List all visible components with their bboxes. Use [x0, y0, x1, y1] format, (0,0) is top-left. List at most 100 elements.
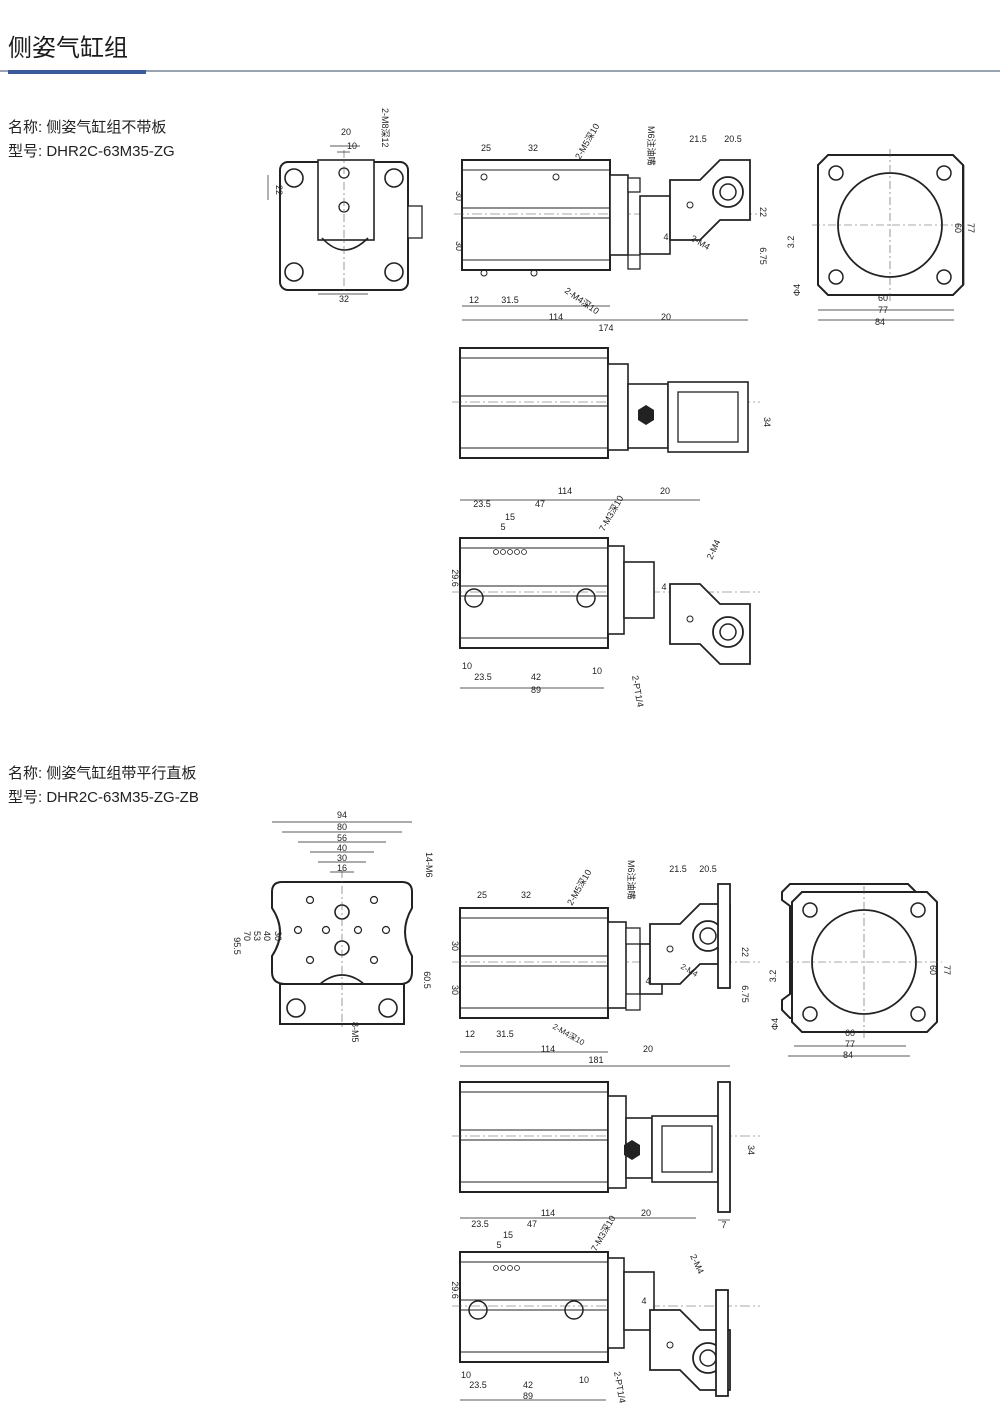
dim-label: 22: [740, 947, 750, 957]
model-1-top-view: [451, 347, 761, 459]
dim-label: 30: [454, 191, 464, 201]
dim-label: 25: [481, 143, 491, 153]
dim-label: 42: [523, 1380, 533, 1390]
dim-label: 70: [242, 931, 252, 941]
dim-label: 20.5: [699, 864, 717, 874]
dim-label: 15: [505, 512, 515, 522]
model-1-front-view: [267, 145, 423, 295]
model-spec-2: 名称: 侧姿气缸组带平行直板 型号: DHR2C-63M35-ZG-ZB: [8, 762, 199, 810]
model-2-end-view: [781, 883, 943, 1057]
dim-label: 34: [746, 1145, 756, 1155]
title-divider: [0, 70, 1000, 72]
dim-label: 23.5: [469, 1380, 487, 1390]
dim-label: 29.6: [450, 569, 460, 587]
dim-label: 10: [579, 1375, 589, 1385]
model-name-label: 名称: 侧姿气缸组带平行直板: [8, 765, 197, 782]
dim-label: 114: [558, 486, 572, 496]
dim-label: 47: [535, 499, 545, 509]
dim-label: 25: [477, 890, 487, 900]
dim-label: 77: [845, 1039, 855, 1049]
model-1-end-view: [811, 148, 969, 321]
dim-label: 23.5: [473, 499, 491, 509]
dim-label: 15: [503, 1230, 513, 1240]
dim-label: 10: [592, 666, 602, 676]
dim-label: 42: [531, 672, 541, 682]
dim-label: 181: [588, 1055, 603, 1065]
dim-label: 31.5: [501, 295, 519, 305]
page-title: 侧姿气缸组: [8, 35, 128, 62]
note-label: 2-M5深10: [565, 868, 593, 907]
note-label: 2-PT1/4: [630, 675, 645, 708]
dim-label: 5: [496, 1240, 501, 1250]
dim-label: 32: [339, 294, 349, 304]
dim-label: 20.5: [724, 134, 742, 144]
note-label: 2-M4: [688, 1253, 706, 1276]
dim-label: 60: [928, 965, 938, 975]
dim-label: 4: [641, 1296, 646, 1306]
note-label: 2-M4: [689, 233, 712, 252]
dim-label: 20: [641, 1208, 651, 1218]
dim-label: 77: [966, 223, 976, 233]
model-2-side-view: [451, 883, 761, 1067]
dim-label: 20: [341, 127, 351, 137]
model-number-label: 型号: DHR2C-63M35-ZG-ZB: [8, 789, 199, 806]
dim-label: 21.5: [669, 864, 687, 874]
dim-label: 80: [337, 822, 347, 832]
note-label: 2-M4深10: [551, 1022, 586, 1048]
dim-label: 6.75: [758, 247, 768, 265]
dim-label: 114: [541, 1044, 555, 1054]
dim-label: Φ4: [792, 284, 802, 296]
title-accent-bar: [8, 70, 146, 74]
note-label: 2-PT1/4: [612, 1371, 627, 1404]
dim-label: 22: [274, 185, 284, 195]
dim-label: 7: [721, 1220, 726, 1230]
dim-label: 22: [758, 207, 768, 217]
note-label: 2-M5深10: [573, 122, 601, 161]
model-1-bottom-view: [451, 499, 761, 689]
dim-label: 10: [461, 1370, 471, 1380]
dim-label: 94: [337, 810, 347, 820]
note-label: M6注油嘴: [646, 126, 657, 166]
dim-label: 95.5: [232, 937, 242, 955]
dim-label: 4: [663, 232, 668, 242]
dim-label: 89: [531, 685, 541, 695]
dim-label: 12: [465, 1029, 475, 1039]
dim-label: 30: [273, 931, 283, 941]
dim-label: 174: [598, 323, 613, 333]
dim-label: 10: [462, 661, 472, 671]
dim-label: 114: [549, 312, 563, 322]
model-number-label: 型号: DHR2C-63M35-ZG: [8, 143, 175, 160]
dim-label: 40: [337, 843, 347, 853]
note-label: 2-M4深10: [563, 285, 601, 316]
dim-label: 10: [347, 141, 357, 151]
dim-label: 12: [469, 295, 479, 305]
dim-label: 3.2: [786, 236, 796, 249]
note-label: 7-M3深10: [589, 1214, 617, 1253]
model-name-label: 名称: 侧姿气缸组不带板: [8, 119, 167, 136]
dim-label: 60.5: [422, 971, 432, 989]
dim-label: 6.75: [740, 985, 750, 1003]
note-label: 8-M5: [350, 1022, 360, 1043]
model-1-side-view: [453, 159, 763, 321]
dim-label: 30: [337, 853, 347, 863]
dim-label: 53: [252, 931, 262, 941]
dim-label: 31.5: [496, 1029, 514, 1039]
model-spec-1: 名称: 侧姿气缸组不带板 型号: DHR2C-63M35-ZG: [8, 116, 175, 164]
dim-label: 60: [953, 223, 963, 233]
note-label: 14-M6: [424, 852, 434, 878]
dim-label: 5: [500, 522, 505, 532]
dim-label: 40: [262, 931, 272, 941]
dim-label: 20: [643, 1044, 653, 1054]
dim-label: 77: [942, 965, 952, 975]
note-label: 2-M4: [705, 538, 723, 561]
dim-label: 3.2: [768, 970, 778, 983]
dim-label: 114: [541, 1208, 555, 1218]
dim-label: 29.6: [450, 1281, 460, 1299]
dim-label: 84: [875, 317, 885, 327]
dim-label: 34: [762, 417, 772, 427]
dim-label: 32: [521, 890, 531, 900]
dim-label: 23.5: [471, 1219, 489, 1229]
dim-label: 30: [450, 985, 460, 995]
dim-label: 84: [843, 1050, 853, 1060]
model-2-bottom-view: [451, 1217, 761, 1401]
